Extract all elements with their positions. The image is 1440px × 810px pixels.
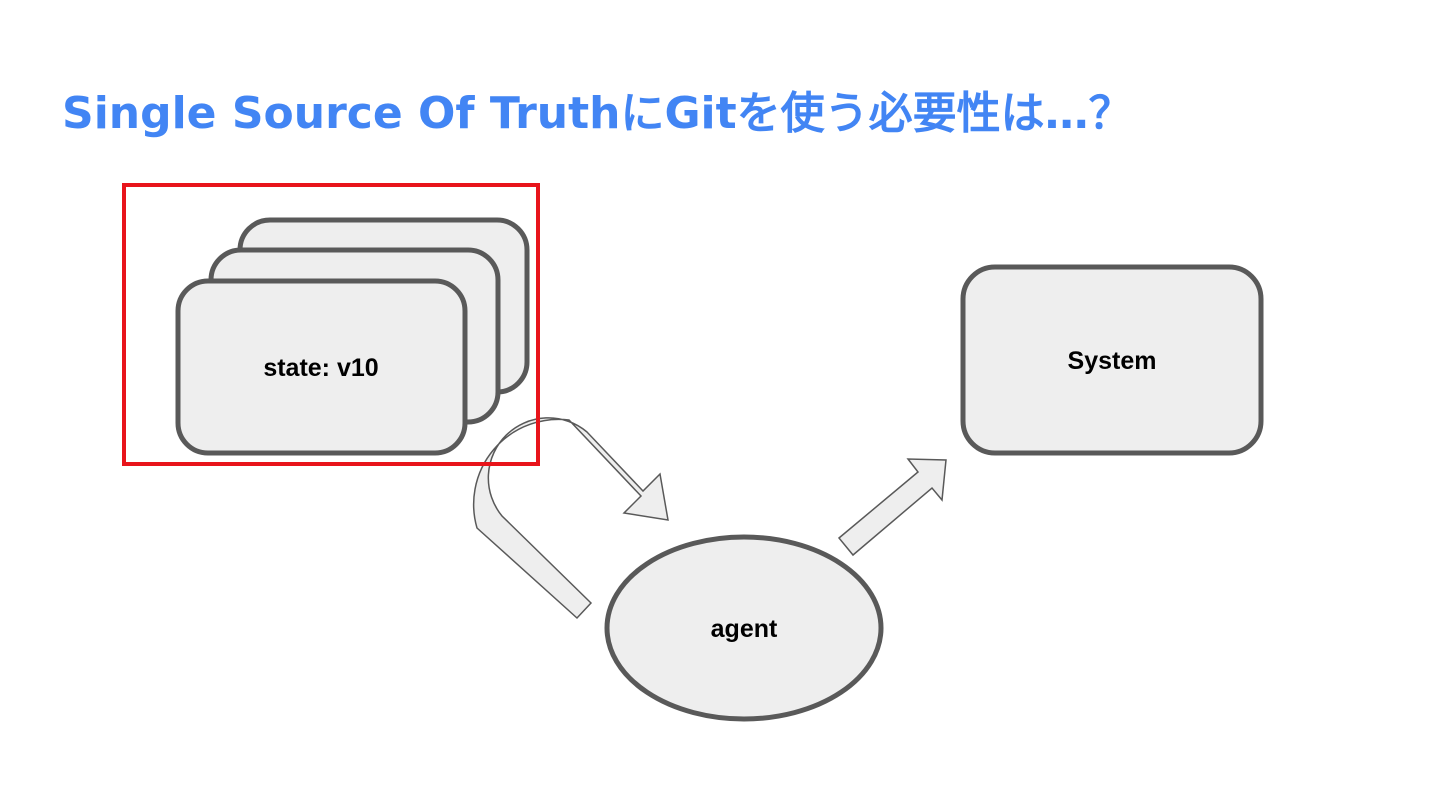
agent-ellipse: [604, 534, 884, 722]
system-label: System: [1068, 347, 1157, 375]
slide-title: Single Source Of TruthにGitを使う必要性は…？: [62, 88, 1133, 139]
system-box: [960, 264, 1264, 456]
agent-label: agent: [711, 615, 778, 643]
highlight-box: [122, 183, 540, 466]
state-stack: state: v10: [175, 217, 530, 456]
agent-to-system-arrow: [837, 458, 947, 557]
state-card-front: [175, 278, 468, 456]
system-node: System: [960, 264, 1264, 456]
agent-node: agent: [604, 534, 884, 722]
state-label: state: v10: [263, 354, 378, 382]
